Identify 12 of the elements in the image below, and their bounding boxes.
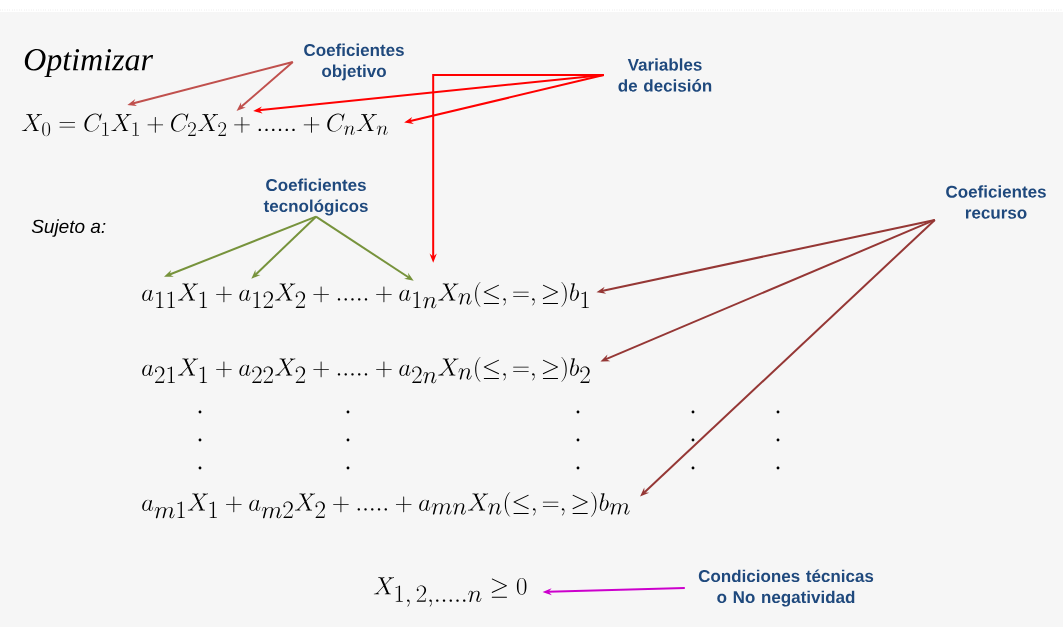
note-text: Sujeto a: [31,219,106,237]
formula: $a_{11}X_1 + a_{12}X_2 + ..... + a_{1n}X_n(\leq,=,\geq)b_1$ [142,281,589,309]
heading-text: Optimizar [24,49,154,77]
callout-label: Coeficientes objetivo [304,43,404,81]
callout-label: Coeficientes recurso [946,185,1046,219]
callout-label: Condiciones técnicas o No negatividad [698,569,874,607]
formula: $a_{m1}X_1 + a_{m2}X_2 + ..... + a_{mn}X_n(\leq,=,\geq)b_m$ [142,491,630,519]
formula: $a_{21}X_1 + a_{22}X_2 + ..... + a_{2n}X_n(\leq,=,\geq)b_2$ [142,356,590,384]
formula: $X_0 = C_1X_1 + C_2X_2 + ...... + C_nX_n$ [21,113,388,137]
callout-label: Coeficientes tecnológicos [263,178,368,216]
formula: $X_{1,\,2,.....n} \geq 0$ [373,577,527,607]
callout-label: Variables de decisión [618,58,712,92]
